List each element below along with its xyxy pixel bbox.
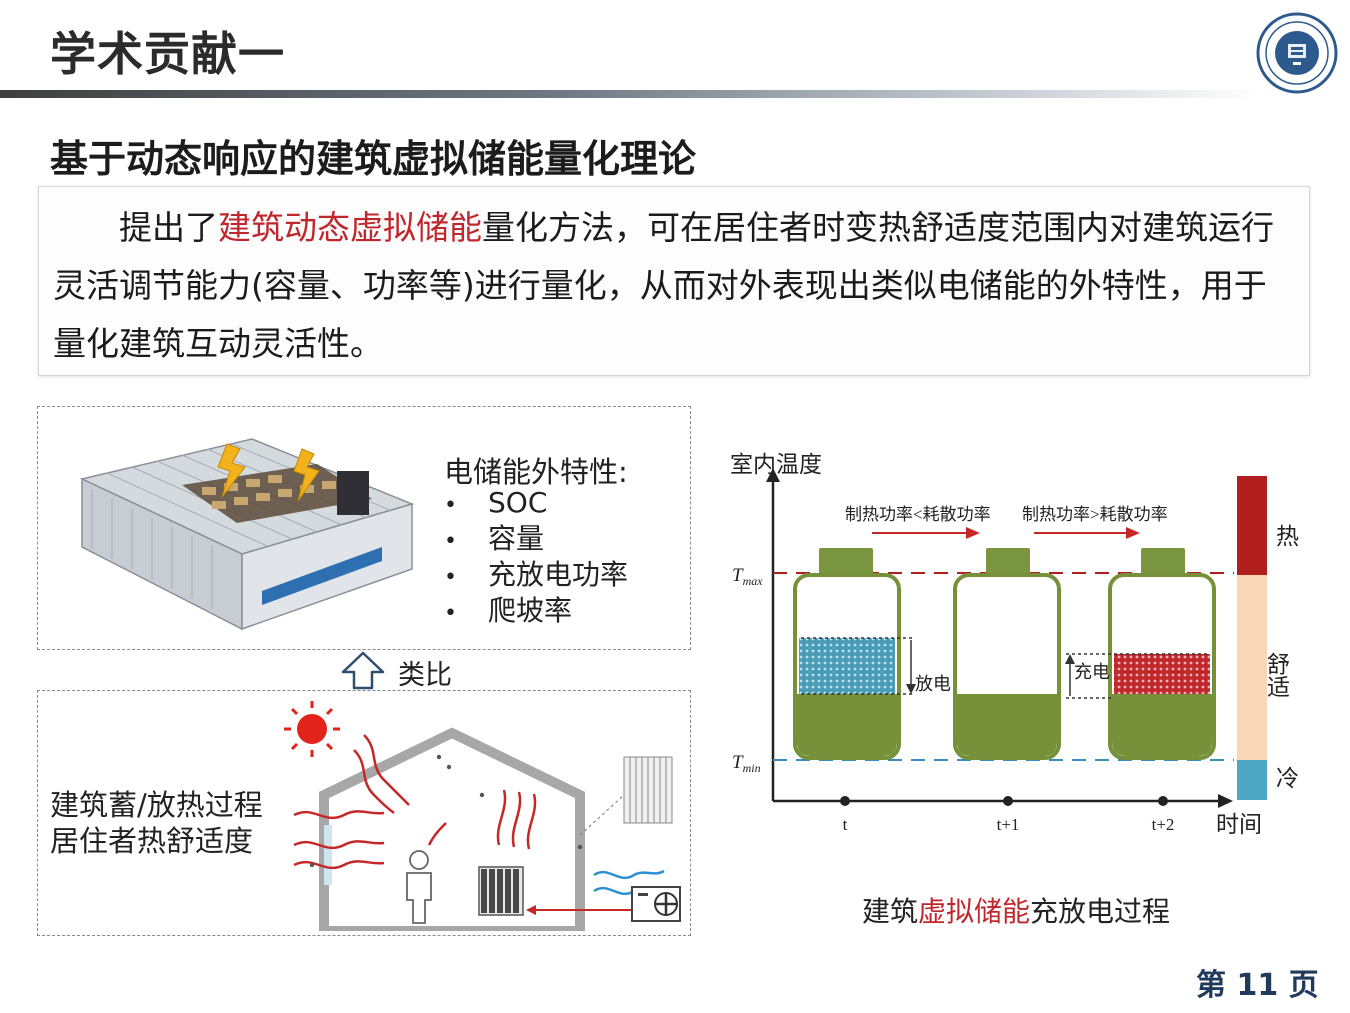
features-list: • SOC • 容量 • 充放电功率 • 爬坡率 (444, 485, 628, 629)
description-paragraph: 提出了建筑动态虚拟储能量化方法，可在居住者时变热舒适度范围内对建筑运行灵活调节能… (53, 199, 1295, 373)
description-highlight: 建筑动态虚拟储能 (218, 208, 482, 247)
annotation-heating-lt-loss: 制热功率<耗散功率 (845, 505, 991, 524)
arrow-right-icon (1126, 527, 1140, 539)
zone-comfort-bar (1237, 575, 1267, 760)
bullet-dot: • (444, 601, 457, 626)
description-intro: 提出了 (119, 208, 218, 247)
slide-title: 学术贡献一 (50, 27, 285, 81)
sun-icon (284, 701, 340, 757)
feature-item: • SOC (444, 485, 628, 521)
description-box: 提出了建筑动态虚拟储能量化方法，可在居住者时变热舒适度范围内对建筑运行灵活调节能… (38, 186, 1310, 376)
charge-label: 充电 (1074, 662, 1110, 682)
feature-label: SOC (488, 486, 548, 519)
radiator-icon (478, 866, 524, 916)
battery-icon-t2 (1108, 548, 1216, 760)
chart-caption: 建筑虚拟储能充放电过程 (862, 890, 1170, 930)
feature-item: • 容量 (444, 521, 628, 557)
house-icon (319, 727, 585, 931)
battery-icon-t1 (953, 548, 1061, 760)
building-panel: 建筑蓄/放热过程 居住者热舒适度 (37, 690, 691, 936)
analogy-label: 类比 (398, 660, 452, 691)
wall-layer-icon (579, 756, 673, 836)
feature-item: • 充放电功率 (444, 557, 628, 593)
title-divider-bar (0, 90, 1260, 98)
building-thermal-diagram (284, 701, 681, 931)
bullet-dot: • (444, 493, 457, 518)
heat-pump-icon (631, 886, 681, 922)
building-process-line: 居住者热舒适度 (50, 824, 254, 858)
feature-item: • 爬坡率 (444, 593, 628, 629)
tick-label: t (843, 815, 848, 834)
bullet-dot: • (444, 529, 457, 554)
feature-label: 充放电功率 (488, 558, 629, 591)
discharge-label: 放电 (915, 674, 951, 694)
zone-hot-bar (1237, 476, 1267, 575)
storage-panel: 电储能外特性: • SOC • 容量 • 充放电功率 • 爬坡率 (37, 406, 691, 650)
t-max-label: Tmax (732, 565, 763, 588)
tick-label: t+2 (1152, 815, 1175, 834)
annotation-heating-gt-loss: 制热功率>耗散功率 (1022, 505, 1168, 524)
caption-part: 充放电过程 (1030, 895, 1171, 928)
slide-subtitle: 基于动态响应的建筑虚拟储能量化理论 (50, 137, 697, 181)
university-seal-icon (1256, 12, 1338, 94)
building-process-line: 建筑蓄/放热过程 (50, 788, 263, 822)
t-min-label: Tmin (732, 752, 761, 775)
tick-label: t+1 (997, 815, 1020, 834)
battery-icon-t (793, 548, 901, 760)
feature-label: 爬坡率 (488, 594, 573, 627)
features-title: 电储能外特性: (444, 455, 628, 489)
virtual-storage-chart: 室内温度 时间 Tmax Tmin 制热功率<耗散功率 制热功率>耗散功率 放电… (730, 452, 1299, 837)
zone-cold-label: 冷 (1276, 766, 1299, 791)
caption-highlight: 虚拟储能 (918, 895, 1031, 928)
person-icon (406, 850, 432, 924)
zone-cold-bar (1237, 760, 1267, 800)
description-body: 量化方法，可在居住者时变热舒适度范围内对建筑运行灵活调节能力(容量、功率等)进行… (53, 208, 1274, 363)
up-arrow-icon (341, 651, 385, 690)
arrow-right-icon (966, 527, 980, 539)
x-axis-label: 时间 (1216, 812, 1262, 837)
zone-hot-label: 热 (1276, 524, 1299, 549)
page-number: 第 11 页 (1196, 968, 1319, 1003)
feature-label: 容量 (488, 522, 545, 555)
y-axis-label: 室内温度 (730, 452, 822, 477)
caption-part: 建筑 (862, 895, 919, 928)
building-process-label: 建筑蓄/放热过程 居住者热舒适度 (50, 787, 263, 859)
energy-storage-container-icon (79, 438, 415, 631)
zone-comfort-label: 舒适 (1264, 652, 1291, 698)
bullet-dot: • (444, 565, 457, 590)
